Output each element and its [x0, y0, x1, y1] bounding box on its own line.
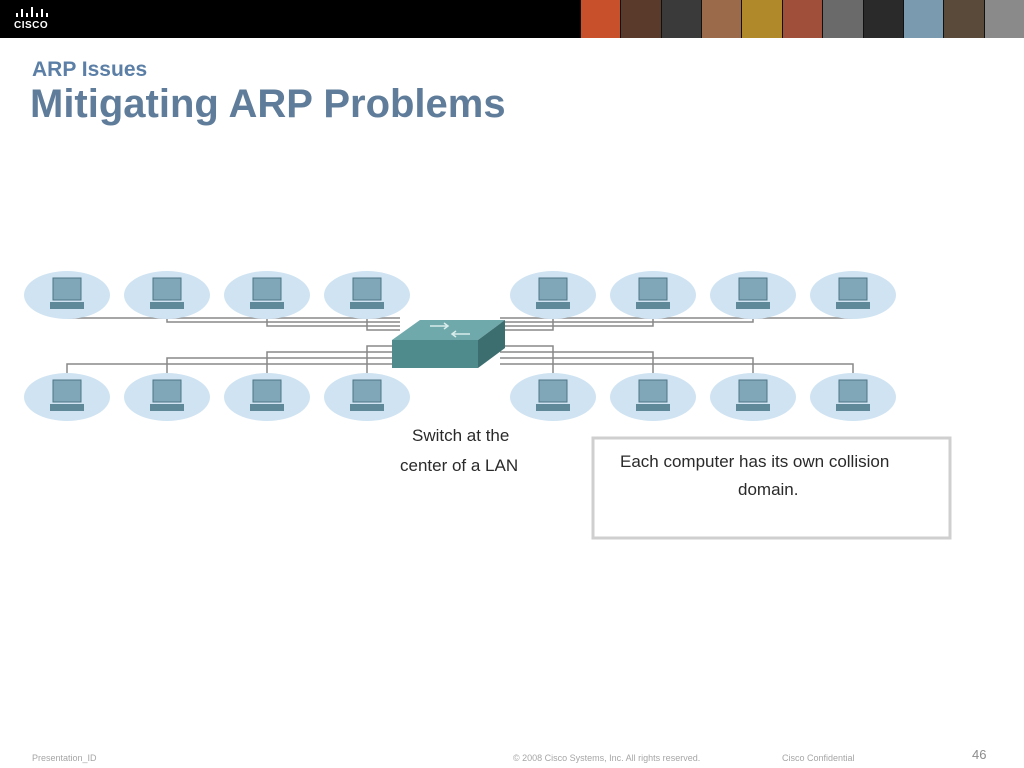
keyboard-icon	[350, 302, 384, 309]
header-bar: CISCO	[0, 0, 1024, 38]
switch-label-line2: center of a LAN	[400, 456, 518, 475]
computer-icon	[224, 373, 310, 421]
header-photo	[741, 0, 782, 38]
computer-icon	[224, 271, 310, 319]
monitor-icon	[538, 277, 568, 301]
monitor-icon	[252, 277, 282, 301]
keyboard-icon	[836, 302, 870, 309]
switch-label-line1: Switch at the	[412, 426, 509, 445]
computer-icon	[610, 271, 696, 319]
header-photo	[902, 0, 944, 38]
monitor-icon	[638, 277, 668, 301]
network-cable	[266, 351, 400, 375]
computer-icon	[710, 271, 796, 319]
logo-text: CISCO	[14, 20, 49, 31]
keyboard-icon	[250, 302, 284, 309]
keyboard-icon	[350, 404, 384, 411]
keyboard-icon	[636, 302, 670, 309]
computer-icon	[610, 373, 696, 421]
computer-icon	[510, 373, 596, 421]
network-cable	[500, 345, 554, 375]
callout-line1: Each computer has its own collision	[620, 452, 889, 471]
monitor-icon	[638, 379, 668, 403]
header-photo	[983, 0, 1024, 38]
footer-confidential: Cisco Confidential	[782, 753, 855, 763]
keyboard-icon	[736, 302, 770, 309]
keyboard-icon	[536, 404, 570, 411]
keyboard-icon	[50, 302, 84, 309]
slide-subtitle: ARP Issues	[32, 58, 148, 81]
keyboard-icon	[250, 404, 284, 411]
computer-icon	[710, 373, 796, 421]
network-cable	[66, 363, 400, 375]
network-cable	[366, 345, 400, 375]
computer-icon	[24, 271, 110, 319]
monitor-icon	[838, 277, 868, 301]
computer-icon	[324, 373, 410, 421]
slide-title: Mitigating ARP Problems	[30, 82, 506, 126]
keyboard-icon	[636, 404, 670, 411]
monitor-icon	[152, 277, 182, 301]
computer-icon	[124, 271, 210, 319]
keyboard-icon	[836, 404, 870, 411]
computer-group	[24, 271, 896, 421]
monitor-icon	[152, 379, 182, 403]
cisco-bridge-icon	[16, 7, 48, 17]
keyboard-icon	[736, 404, 770, 411]
switch-icon	[392, 320, 505, 368]
keyboard-icon	[150, 404, 184, 411]
switch-top	[392, 320, 505, 340]
switch-arrows-icon	[430, 322, 470, 338]
keyboard-icon	[536, 302, 570, 309]
keyboard-icon	[50, 404, 84, 411]
monitor-icon	[738, 277, 768, 301]
network-cable	[166, 357, 400, 375]
header-photo	[822, 0, 863, 38]
monitor-icon	[838, 379, 868, 403]
page-number: 46	[972, 747, 987, 762]
monitor-icon	[352, 277, 382, 301]
computer-icon	[510, 271, 596, 319]
cisco-logo: CISCO	[14, 7, 60, 33]
header-photo	[943, 0, 984, 38]
computer-icon	[810, 271, 896, 319]
header-photo	[862, 0, 903, 38]
monitor-icon	[352, 379, 382, 403]
callout-box	[591, 436, 952, 540]
header-photo	[701, 0, 742, 38]
monitor-icon	[738, 379, 768, 403]
monitor-icon	[52, 277, 82, 301]
footer-copyright: © 2008 Cisco Systems, Inc. All rights re…	[513, 753, 701, 763]
callout-line2: domain.	[738, 480, 798, 499]
network-cable	[500, 351, 654, 375]
header-photo	[660, 0, 702, 38]
monitor-icon	[538, 379, 568, 403]
keyboard-icon	[150, 302, 184, 309]
switch-side	[478, 320, 505, 368]
network-cable	[500, 363, 854, 375]
footer-presentation-id: Presentation_ID	[32, 753, 97, 763]
lan-switch-diagram: Switch at the center of a LAN Each compu…	[24, 271, 952, 540]
switch-front	[392, 340, 478, 368]
computer-icon	[324, 271, 410, 319]
header-photo	[781, 0, 823, 38]
header-photo	[620, 0, 661, 38]
header-photo-strip	[580, 0, 1024, 38]
computer-icon	[124, 373, 210, 421]
monitor-icon	[252, 379, 282, 403]
monitor-icon	[52, 379, 82, 403]
network-cable	[500, 357, 754, 375]
computer-icon	[24, 373, 110, 421]
computer-icon	[810, 373, 896, 421]
header-photo	[580, 0, 621, 38]
